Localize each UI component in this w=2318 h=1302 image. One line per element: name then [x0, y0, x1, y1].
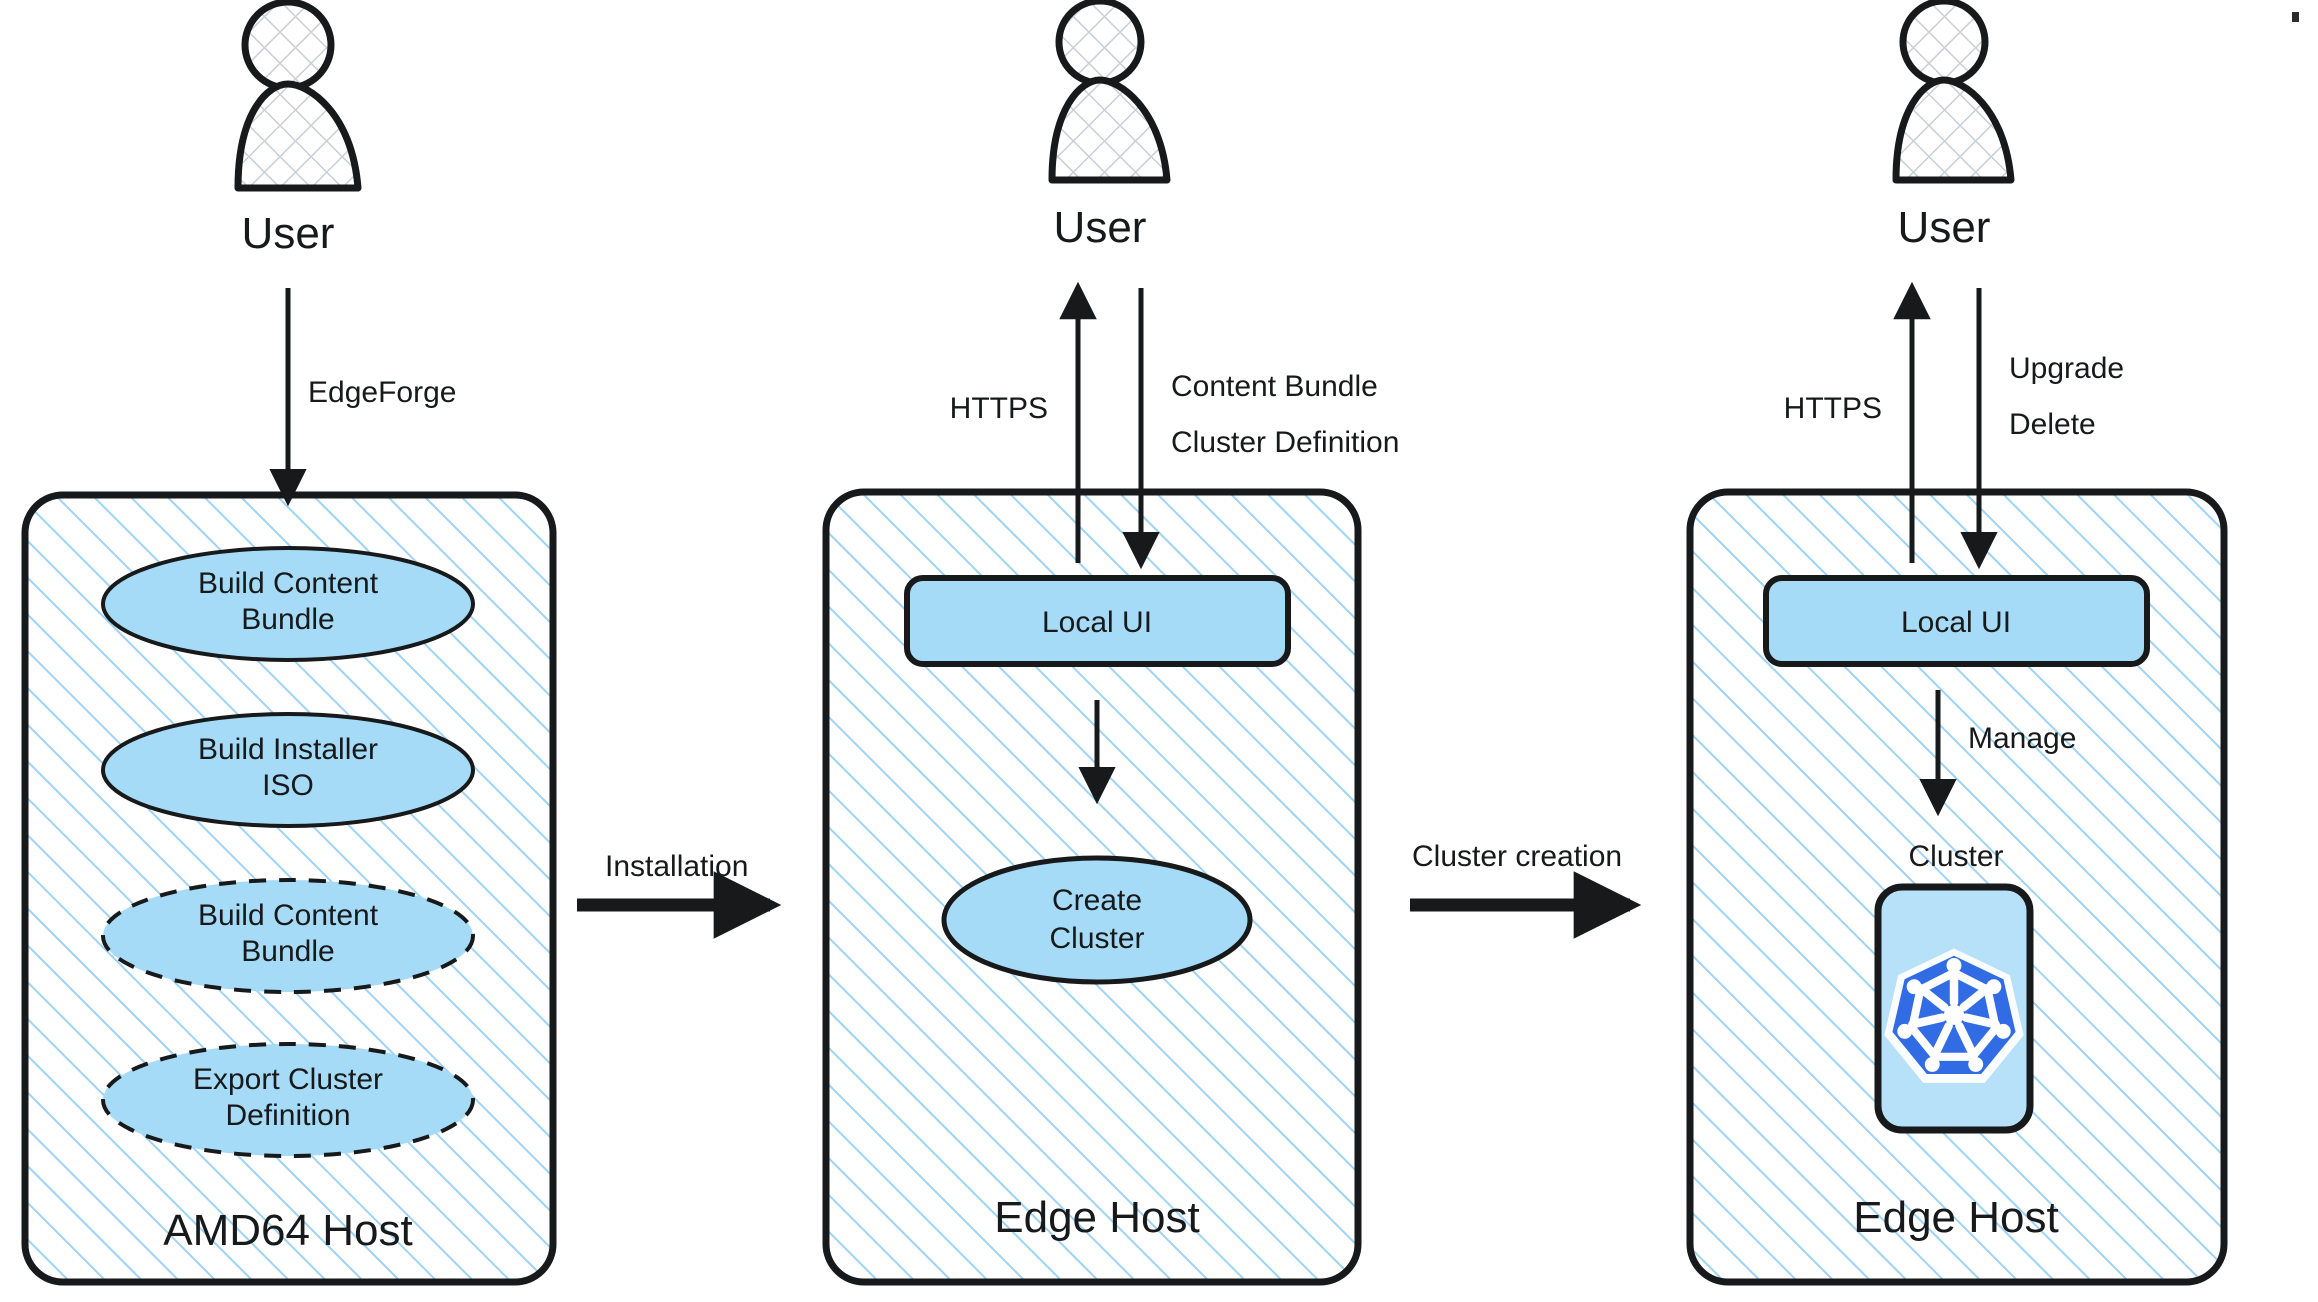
edge-edgeforge: EdgeForge — [269, 288, 456, 507]
node-label-line2: Bundle — [241, 603, 334, 636]
node-label-line2: Definition — [225, 1099, 350, 1132]
actor-user-1[interactable]: User — [234, 0, 362, 258]
node-shape-rounded-rect — [904, 575, 1291, 667]
node-label-line1: Build Content — [198, 567, 379, 600]
cluster-label: Cluster — [1908, 840, 2003, 873]
node-build-content-bundle-2[interactable]: Build Content Bundle — [101, 878, 475, 994]
node-export-cluster-definition[interactable]: Export Cluster Definition — [101, 1042, 475, 1158]
actor-user-1-label: User — [242, 209, 335, 258]
edge-upgrade-label: Upgrade — [2009, 352, 2124, 385]
node-build-installer-iso[interactable]: Build Installer ISO — [101, 712, 475, 828]
node-shape-ellipse-dashed — [101, 878, 475, 994]
node-shape-ellipse — [101, 546, 475, 662]
node-cluster-box[interactable] — [1874, 883, 2034, 1134]
corner-artifact-dot — [2292, 12, 2299, 22]
edge-https-1: HTTPS — [950, 281, 1097, 563]
node-label-line1: Export Cluster — [193, 1063, 383, 1096]
node-label-line1: Build Installer — [198, 733, 378, 766]
node-shape-rounded-rect — [1763, 575, 2150, 667]
node-label-local-ui: Local UI — [1901, 606, 2011, 639]
host-amd64-label: AMD64 Host — [163, 1206, 412, 1255]
node-label-line1: Build Content — [198, 899, 379, 932]
host-edge-2-label: Edge Host — [1853, 1193, 2058, 1242]
edge-https-1-label: HTTPS — [950, 392, 1048, 425]
edge-installation-label: Installation — [605, 850, 748, 883]
node-label-line2: Bundle — [241, 935, 334, 968]
node-local-ui-1[interactable]: Local UI — [904, 575, 1291, 667]
node-build-content-bundle-1[interactable]: Build Content Bundle — [101, 546, 475, 662]
edge-cluster-creation-label: Cluster creation — [1412, 840, 1622, 873]
edge-https-2-label: HTTPS — [1784, 392, 1882, 425]
actor-user-3-label: User — [1898, 203, 1991, 252]
node-create-cluster[interactable]: Create Cluster — [941, 855, 1253, 985]
node-shape-ellipse — [101, 712, 475, 828]
edge-delete-label: Delete — [2009, 408, 2096, 441]
node-label-line2: ISO — [262, 769, 314, 802]
node-shape-ellipse — [941, 855, 1253, 985]
edge-upgrade-delete: Upgrade Delete — [1960, 288, 2124, 570]
node-label-local-ui: Local UI — [1042, 606, 1152, 639]
actor-user-2[interactable]: User — [1048, 0, 1171, 252]
kubernetes-icon — [1884, 948, 2024, 1083]
edge-https-2: HTTPS — [1784, 281, 1931, 563]
edge-edgeforge-label: EdgeForge — [308, 376, 456, 409]
node-label-line2: Cluster — [1049, 922, 1144, 955]
edge-content-bundle-cluster-definition: Content Bundle Cluster Definition — [1122, 288, 1399, 570]
user-icon — [1048, 0, 1171, 184]
host-amd64[interactable]: Build Content Bundle Build Installer ISO… — [21, 491, 557, 1286]
actor-user-2-label: User — [1054, 203, 1147, 252]
host-edge-2[interactable]: Local UI Manage Cluster — [1686, 488, 2228, 1286]
user-icon — [234, 0, 362, 192]
edge-cluster-definition-label: Cluster Definition — [1171, 426, 1399, 459]
edge-content-bundle-label: Content Bundle — [1171, 370, 1378, 403]
edge-manage-label: Manage — [1968, 722, 2076, 755]
edge-manage: Manage — [1919, 690, 2076, 817]
edge-cluster-creation: Cluster creation — [1410, 840, 1642, 939]
host-edge-1[interactable]: Local UI Create Cluster Edge Host — [822, 488, 1362, 1286]
node-local-ui-2[interactable]: Local UI — [1763, 575, 2150, 667]
edge-installation: Installation — [577, 850, 782, 939]
actor-user-3[interactable]: User — [1892, 0, 2015, 252]
user-icon — [1892, 0, 2015, 184]
host-edge-1-label: Edge Host — [994, 1193, 1199, 1242]
node-shape-ellipse-dashed — [101, 1042, 475, 1158]
node-label-line1: Create — [1052, 884, 1142, 917]
